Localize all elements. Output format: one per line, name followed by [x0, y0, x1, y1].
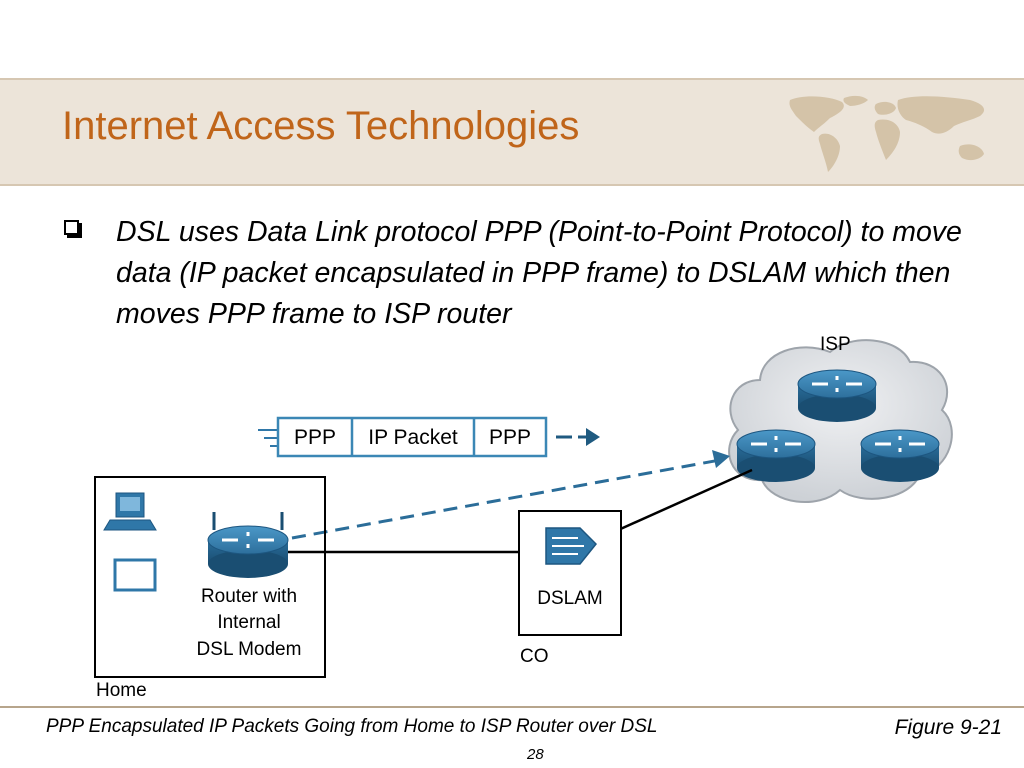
bullet-text: DSL uses Data Link protocol PPP (Point-t… — [116, 216, 962, 330]
isp-label: ISP — [820, 334, 851, 355]
ppp-path-dashed — [291, 458, 721, 540]
ip-packet-label: IP Packet — [368, 426, 458, 449]
isp-router-top-icon — [797, 369, 877, 422]
isp-router-right-icon — [860, 429, 940, 482]
isp-router-left-icon — [736, 429, 816, 482]
home-router-label-line3: DSL Modem — [197, 639, 302, 660]
co-label: CO — [520, 646, 549, 667]
world-map-icon — [789, 95, 985, 172]
ppp-trailer-label: PPP — [489, 426, 531, 449]
home-router-icon — [207, 512, 289, 578]
home-box — [94, 476, 326, 678]
ppp-frame — [258, 416, 600, 458]
footer-divider — [0, 706, 1024, 708]
ppp-header-label: PPP — [294, 426, 336, 449]
page-number: 28 — [527, 746, 544, 763]
slide-title: Internet Access Technologies — [62, 104, 580, 148]
pc-icon — [103, 492, 157, 531]
dslam-icon — [545, 527, 598, 565]
laptop-icon — [113, 558, 157, 592]
figure-reference: Figure 9-21 — [894, 716, 1002, 739]
home-router-label-line2: Internal — [217, 612, 280, 633]
dslam-label: DSLAM — [537, 588, 602, 609]
home-label: Home — [96, 680, 147, 701]
checkbox-bullet-icon — [64, 220, 79, 235]
figure-caption: PPP Encapsulated IP Packets Going from H… — [46, 716, 658, 737]
home-router-label-line1: Router with — [201, 586, 297, 607]
ppp-path-arrowhead — [712, 450, 730, 468]
